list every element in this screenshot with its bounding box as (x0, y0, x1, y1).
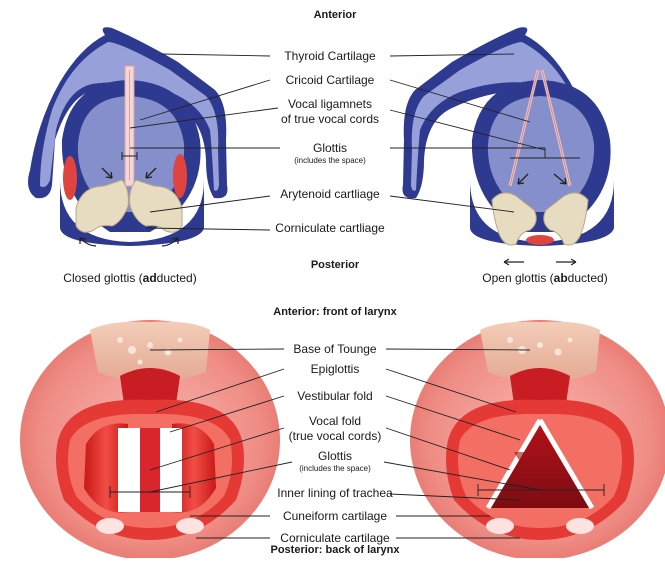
label-vocal-fold-2: (true vocal cords) (270, 429, 400, 443)
label-epiglottis: Epiglottis (270, 362, 400, 376)
closed-glottis-illustration (28, 27, 227, 246)
label-corniculate-bottom: Corniculate cartilage (262, 531, 408, 545)
closed-glottis-caption: Closed glottis (adducted) (40, 271, 220, 285)
bottom-anterior-heading: Anterior: front of larynx (240, 306, 430, 319)
label-cricoid-cartilage: Cricoid Cartilage (270, 73, 390, 87)
label-vocal-ligaments-2: of true vocal cords (270, 112, 390, 126)
bottom-left-larynx (20, 320, 280, 558)
top-anterior-heading: Anterior (285, 9, 385, 22)
open-glottis-illustration (403, 27, 614, 265)
label-arytenoid-cartilage: Arytenoid cartliage (260, 187, 400, 201)
bottom-posterior-heading: Posterior: back of larynx (235, 544, 435, 557)
label-vocal-ligaments-1: Vocal ligamnets (270, 97, 390, 111)
label-glottis-top: Glottis (270, 141, 390, 155)
label-thyroid-cartilage: Thyroid Cartilage (270, 49, 390, 63)
top-posterior-heading: Posterior (285, 259, 385, 272)
label-base-of-tongue: Base of Tounge (270, 342, 400, 356)
label-glottis-bottom-note: (includes the space) (270, 464, 400, 473)
label-corniculate-top: Corniculate cartliage (260, 221, 400, 235)
label-glottis-bottom: Glottis (270, 449, 400, 463)
bottom-right-larynx (410, 320, 665, 558)
label-vocal-fold-1: Vocal fold (270, 414, 400, 428)
label-glottis-top-note: (includes the space) (270, 156, 390, 165)
label-cuneiform-cartilage: Cuneiform cartilage (262, 509, 408, 523)
label-inner-lining-trachea: Inner lining of trachea (262, 486, 408, 500)
label-vestibular-fold: Vestibular fold (270, 389, 400, 403)
open-glottis-caption: Open glottis (abducted) (455, 271, 635, 285)
